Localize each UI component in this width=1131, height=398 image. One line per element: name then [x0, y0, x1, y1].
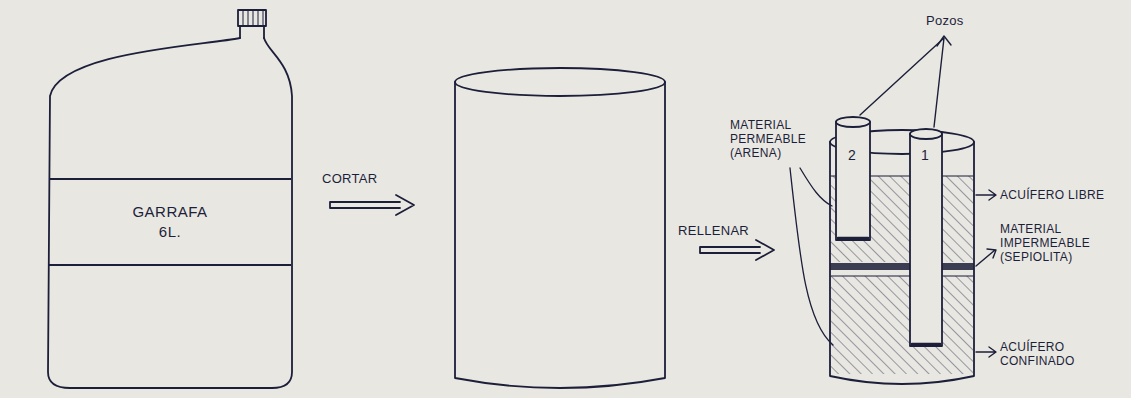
well-number: 2: [848, 148, 864, 162]
cut-arrow: [330, 195, 414, 215]
wells-pointer: [860, 38, 944, 127]
well-bottom: [912, 343, 940, 346]
jug-body: [48, 38, 292, 388]
well-bottom: [838, 237, 868, 240]
layer-label: ACUÍFERO CONFINADO: [1000, 340, 1100, 368]
leader-arrow: [976, 249, 996, 266]
fill-arrow: [700, 240, 774, 260]
step-label: RELLENAR: [678, 224, 762, 238]
confined-aquifer-layer: [831, 276, 973, 374]
cap-ridges: [243, 11, 263, 25]
material-label: MATERIAL IMPERMEABLE (SEPIOLITA): [1000, 222, 1112, 264]
cylinder-body: [455, 82, 665, 388]
leader-arrow: [976, 347, 996, 357]
jug-cap: [238, 10, 266, 26]
impermeable-layer: [830, 263, 974, 270]
label-band: GARRAFA 6L.: [49, 178, 291, 266]
layer-top: [831, 275, 973, 276]
well-mouth: [910, 129, 942, 139]
arrow-head: [937, 36, 951, 46]
well-number: 1: [921, 148, 937, 162]
layer-label: ACUÍFERO LIBRE: [1000, 188, 1126, 202]
leader-line: [790, 168, 833, 345]
leader-arrow: [976, 190, 996, 200]
jug-neck: [240, 26, 264, 38]
well-tube: [836, 122, 870, 240]
well-tube: [910, 134, 942, 346]
well-mouth: [836, 117, 870, 127]
leader-line: [800, 168, 832, 206]
material-label: MATERIAL PERMEABLE (ARENA): [730, 118, 822, 160]
cylinder-rim: [455, 68, 665, 96]
node-text: GARRAFA 6L.: [129, 202, 211, 243]
step-label: CORTAR: [322, 172, 402, 186]
wells-label: Pozos: [926, 14, 976, 28]
